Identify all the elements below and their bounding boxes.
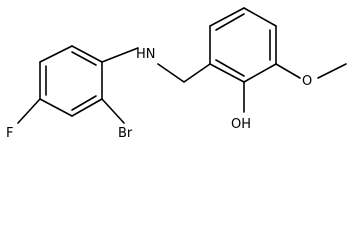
bromine-label: Br <box>118 126 133 141</box>
bond <box>71 45 103 63</box>
fluorobromophenyl-ring <box>39 45 103 117</box>
bond <box>243 7 277 27</box>
methoxyphenol-ring <box>209 7 277 83</box>
double-bond-inner <box>71 95 97 111</box>
double-bond-inner <box>71 51 97 66</box>
double-bond-inner <box>215 13 245 31</box>
bond-ring-to-nh <box>101 47 139 63</box>
chemical-structure-diagram: HN Br F OH O <box>6 7 347 141</box>
hydroxyl-label: OH <box>231 117 251 132</box>
bond <box>39 45 73 63</box>
double-bond-inner <box>215 59 245 77</box>
amine-label: HN <box>136 47 156 62</box>
bond-ring-to-methoxy-o <box>275 63 301 79</box>
bond <box>243 63 277 83</box>
bond-ring-to-f <box>17 98 41 124</box>
fluorine-label: F <box>6 126 13 141</box>
methoxy-oxygen-label: O <box>302 74 312 89</box>
bond-o-to-methyl <box>317 63 347 79</box>
bond <box>71 98 103 117</box>
bond <box>39 98 73 117</box>
bond-ring-to-br <box>101 98 125 124</box>
bond-nh-to-ch2 <box>157 63 185 83</box>
bond-ch2-to-ring <box>183 63 211 83</box>
bond <box>209 63 245 83</box>
bond <box>209 7 245 27</box>
